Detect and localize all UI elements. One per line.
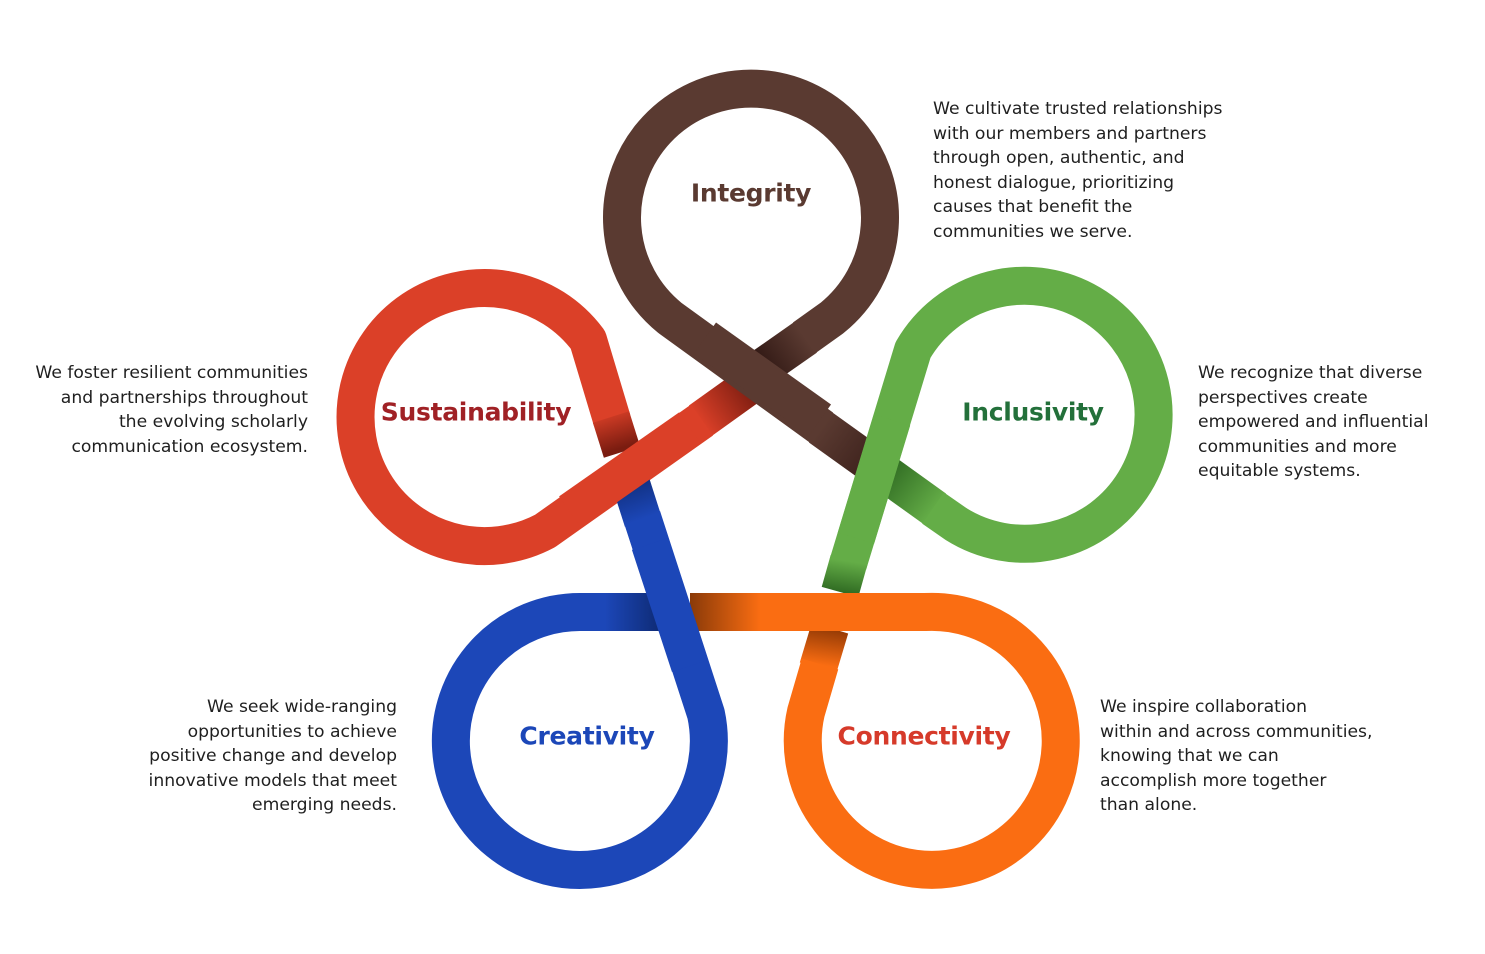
inclusivity-leg-under-orange xyxy=(821,554,868,598)
label-integrity: Integrity xyxy=(690,178,812,208)
description-inclusivity: We recognize that diverse perspectives c… xyxy=(1198,361,1429,484)
description-connectivity: We inspire collaboration within and acro… xyxy=(1100,695,1372,818)
description-line: and partnerships throughout xyxy=(60,387,308,408)
description-line: We cultivate trusted relationships xyxy=(933,99,1223,119)
description-line: innovative models that meet xyxy=(148,770,397,791)
label-integrity-text: Integrity xyxy=(690,178,812,208)
description-line: empowered and influential xyxy=(1198,412,1429,433)
description-line: accomplish more together xyxy=(1100,770,1327,791)
sustainability-leg-under-blue xyxy=(592,411,641,458)
description-line: We seek wide-ranging xyxy=(206,697,397,717)
integrity-loop xyxy=(603,69,899,444)
sustainability-leg-over-creativity xyxy=(559,412,701,528)
description-line: opportunities to achieve xyxy=(187,721,397,742)
description-line: communities we serve. xyxy=(933,221,1133,242)
creativity-loop xyxy=(431,511,728,889)
label-connectivity: Connectivity xyxy=(838,722,1011,751)
description-line: through open, authentic, and xyxy=(933,148,1185,169)
label-sustainability: Sustainability xyxy=(380,397,572,427)
description-line: within and across communities, xyxy=(1100,721,1373,742)
connectivity-loop xyxy=(760,592,1080,889)
label-creativity: Creativity xyxy=(519,722,654,751)
description-line: communities and more xyxy=(1198,436,1397,457)
label-creativity-text: Creativity xyxy=(519,721,655,751)
description-line: the evolving scholarly xyxy=(118,412,308,433)
description-line: with our members and partners xyxy=(933,123,1207,144)
description-line: communication ecosystem. xyxy=(71,436,308,457)
description-creativity: We seek wide-ranging opportunities to ac… xyxy=(149,695,397,818)
inclusivity-loop xyxy=(829,266,1173,570)
ribbon-connectivity xyxy=(690,592,1080,889)
integrity-leg-over-sustainability xyxy=(693,322,832,436)
inclusivity-leg-over-integrity xyxy=(837,414,911,544)
description-line: positive change and develop xyxy=(149,746,397,767)
label-inclusivity-text: Inclusivity xyxy=(962,397,1104,427)
sustainability-loop xyxy=(336,269,713,566)
description-line: equitable systems. xyxy=(1198,461,1361,482)
description-line: We recognize that diverse xyxy=(1198,363,1423,383)
connectivity-leg-from-green xyxy=(799,622,849,674)
description-line: We foster resilient communities xyxy=(35,363,308,383)
description-line: honest dialogue, prioritizing xyxy=(933,172,1175,193)
ribbon-integrity xyxy=(603,69,899,486)
description-sustainability: We foster resilient communities and part… xyxy=(35,361,308,459)
description-line: emerging needs. xyxy=(252,795,397,816)
label-connectivity-text: Connectivity xyxy=(837,721,1011,751)
description-integrity: We cultivate trusted relationships with … xyxy=(933,97,1222,245)
description-line: than alone. xyxy=(1100,795,1198,816)
description-line: perspectives create xyxy=(1198,387,1368,408)
creativity-leg-over-connectivity xyxy=(631,538,709,672)
description-line: We inspire collaboration xyxy=(1100,697,1308,717)
description-line: knowing that we can xyxy=(1100,746,1279,767)
description-line: causes that benefit the xyxy=(933,197,1133,218)
label-inclusivity: Inclusivity xyxy=(962,398,1104,427)
label-sustainability-text: Sustainability xyxy=(380,397,572,427)
